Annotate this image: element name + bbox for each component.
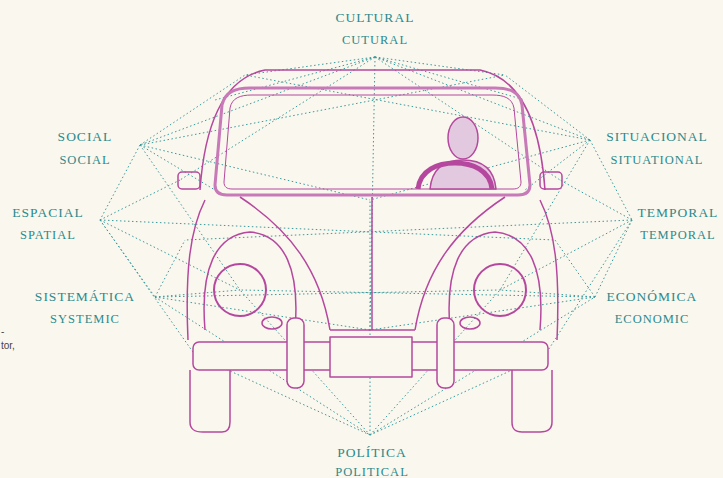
dimension-label: POLÍTICA [337, 446, 407, 460]
windshield [215, 88, 530, 195]
dimension-label: TEMPORAL [638, 206, 719, 220]
left-headlight [214, 264, 266, 316]
hood-crease [371, 197, 373, 330]
left-fender [187, 200, 205, 340]
ray-lines [155, 240, 500, 435]
dimension-label: CUTURAL [342, 34, 408, 47]
ray-lines [100, 180, 555, 355]
dotted-rays [100, 57, 632, 435]
dimension-label: SITUATIONAL [611, 154, 704, 167]
left-signal [262, 317, 282, 329]
right-bumper-guard [437, 318, 454, 388]
right-signal [460, 317, 480, 329]
dimension-label: SISTEMÁTICA [35, 290, 135, 304]
dimension-label: TEMPORAL [640, 229, 715, 242]
license-plate [330, 337, 412, 377]
dimension-label: POLITICAL [335, 466, 409, 478]
windshield-inner [224, 95, 521, 189]
cropped-text: tor, [1, 341, 15, 351]
ray-lines [185, 180, 632, 355]
cropped-text: - [1, 327, 4, 337]
dimension-label: SYSTEMIC [50, 313, 120, 326]
steering-wheel [418, 163, 492, 189]
dimension-label: ESPACIAL [12, 206, 83, 220]
car-outline [178, 70, 562, 432]
right-fender [540, 200, 558, 340]
right-tire [512, 370, 552, 432]
dimension-label: ECONÓMICA [607, 290, 698, 304]
right-mirror [540, 172, 562, 189]
driver-head [448, 117, 478, 159]
left-tire [190, 370, 230, 432]
dimension-label: SOCIAL [58, 130, 113, 144]
dimension-label: ECONOMIC [615, 313, 690, 326]
right-fender-arch [449, 232, 541, 330]
dimension-label: SPATIAL [20, 229, 76, 242]
right-headlight [474, 264, 526, 316]
left-fender-arch [204, 232, 296, 330]
left-bumper-guard [287, 318, 304, 388]
dimension-label: CULTURAL [336, 11, 415, 25]
dimension-label: SITUACIONAL [606, 130, 708, 144]
hood [240, 197, 505, 330]
ray-lines [195, 200, 595, 435]
dimension-label: SOCIAL [59, 154, 110, 167]
left-mirror [178, 172, 200, 189]
